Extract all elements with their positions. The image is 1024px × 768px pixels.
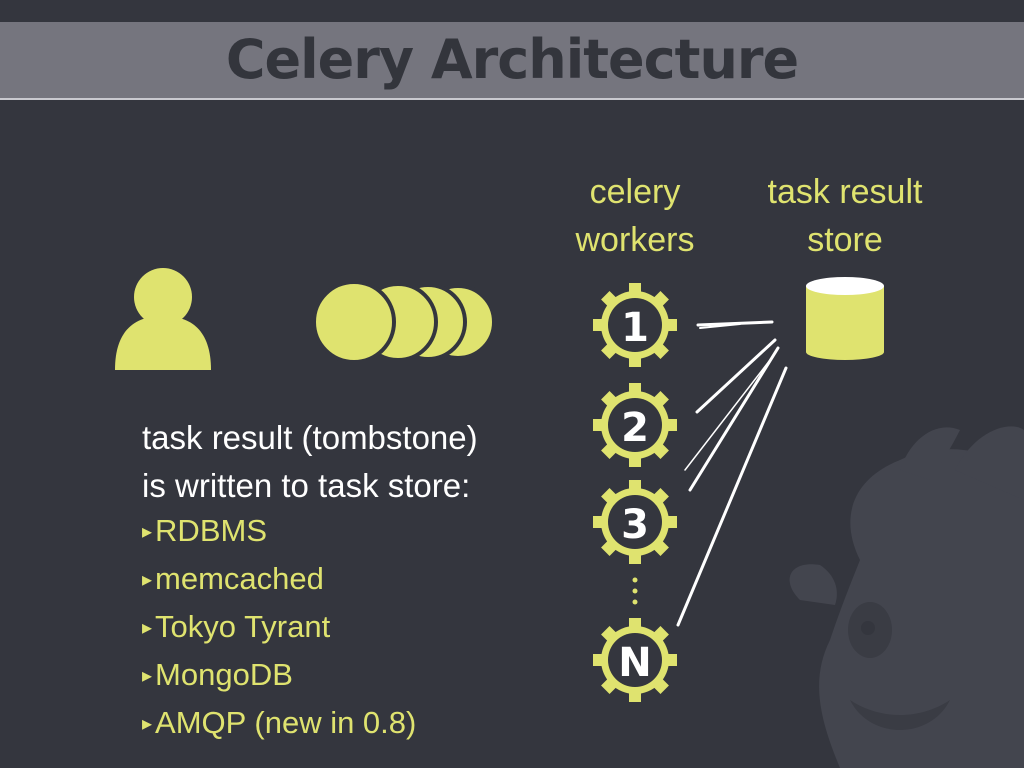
worker-label-1: 1 [621, 305, 649, 351]
bullet-icon: ▸ [142, 665, 153, 687]
list-item: ▸AMQP (new in 0.8) [142, 701, 416, 749]
connection-lines [676, 320, 788, 627]
store-label-line1: task result [767, 173, 923, 211]
worker-label-2: 2 [621, 405, 649, 451]
slide-title: Celery Architecture [225, 28, 799, 91]
bullet-icon: ▸ [142, 713, 153, 735]
worker-label-n: N [618, 640, 651, 686]
list-item: ▸Tokyo Tyrant [142, 605, 416, 653]
store-option-tokyo-tyrant: Tokyo Tyrant [155, 609, 331, 644]
list-item: ▸RDBMS [142, 509, 416, 557]
store-option-mongodb: MongoDB [155, 657, 293, 692]
database-icon [806, 277, 884, 360]
workers-label-line1: celery [589, 173, 681, 211]
list-item: ▸MongoDB [142, 653, 416, 701]
title-bar: Celery Architecture [0, 22, 1024, 100]
store-list: ▸RDBMS ▸memcached ▸Tokyo Tyrant ▸MongoDB… [142, 509, 416, 749]
store-option-memcached: memcached [155, 561, 324, 596]
description-line2: is written to task store: [142, 467, 471, 504]
bullet-icon: ▸ [142, 521, 153, 543]
user-icon [115, 265, 211, 370]
task-queue-icon [312, 280, 496, 364]
store-label-line2: store [807, 221, 883, 259]
worker-label-3: 3 [621, 502, 649, 548]
description-line1: task result (tombstone) [142, 419, 478, 456]
bullet-icon: ▸ [142, 569, 153, 591]
workers-label: celery workers [555, 168, 715, 264]
ellipsis-dots [632, 577, 638, 605]
store-label: task result store [735, 168, 955, 264]
store-option-rdbms: RDBMS [155, 513, 267, 548]
store-option-amqp: AMQP (new in 0.8) [155, 705, 417, 740]
list-item: ▸memcached [142, 557, 416, 605]
description: task result (tombstone) is written to ta… [142, 414, 478, 510]
bullet-icon: ▸ [142, 617, 153, 639]
workers-label-line2: workers [575, 221, 695, 259]
